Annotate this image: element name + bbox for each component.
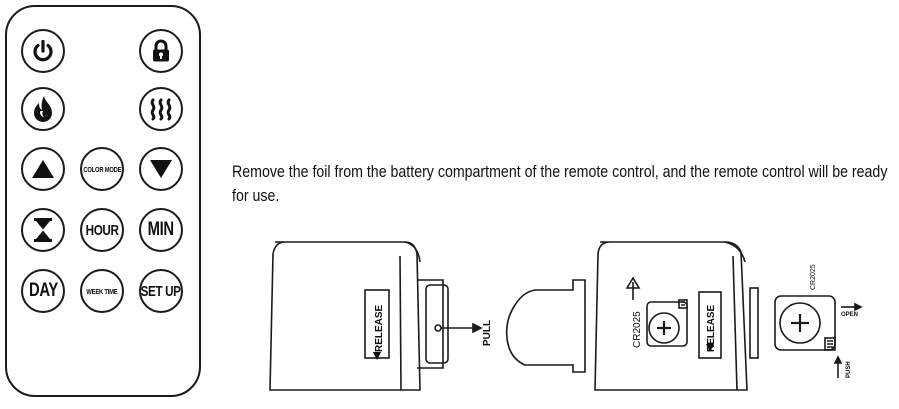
battery-label-2: CR2025 xyxy=(632,311,643,348)
battery-cell-3 xyxy=(779,302,821,344)
battery-label-3: CR2025 xyxy=(810,264,817,290)
hour-label: HOUR xyxy=(85,221,119,239)
set-up-label: SET UP xyxy=(141,282,181,300)
color-mode-label: COLOR MODE xyxy=(83,164,121,174)
min-label: MIN xyxy=(147,219,174,240)
power-button[interactable] xyxy=(21,29,65,73)
power-icon xyxy=(33,39,53,62)
down-button[interactable] xyxy=(139,147,183,191)
heat-waves-icon xyxy=(150,98,172,121)
battery-illustration: RELEASE PULL CR2025 RELEASE CR2025 OPEN … xyxy=(269,241,863,391)
triangle-up-icon xyxy=(32,160,54,178)
lock-button[interactable] xyxy=(139,29,183,73)
pull-label: PULL xyxy=(482,320,493,346)
remote-back-outline-2 xyxy=(594,241,748,391)
remote-back-outline-1 xyxy=(269,241,421,391)
instruction-paragraph: Remove the foil from the battery compart… xyxy=(232,163,888,205)
release-latch-2 xyxy=(698,291,722,359)
instruction-text: Remove the foil from the battery compart… xyxy=(232,160,897,208)
set-up-button[interactable]: SET UP xyxy=(139,269,183,313)
flame-button[interactable] xyxy=(21,87,65,131)
day-label: DAY xyxy=(28,280,58,301)
open-label: OPEN xyxy=(841,312,858,318)
color-mode-button[interactable]: COLOR MODE xyxy=(80,147,124,191)
pull-tab-shape xyxy=(505,279,586,373)
hourglass-icon xyxy=(34,218,52,242)
min-button[interactable]: MIN xyxy=(139,208,183,252)
battery-cell-2 xyxy=(648,312,680,344)
push-label: PUSH xyxy=(846,361,852,378)
week-time-label: WEEK TIME xyxy=(86,286,118,296)
week-time-button[interactable]: WEEK TIME xyxy=(80,269,124,313)
release-label-2: RELEASE xyxy=(706,304,717,352)
flame-icon xyxy=(34,96,52,122)
heat-button[interactable] xyxy=(139,87,183,131)
release-label-1: RELEASE xyxy=(374,304,385,352)
timer-button[interactable] xyxy=(21,208,65,252)
day-button[interactable]: DAY xyxy=(21,269,65,313)
lock-icon xyxy=(153,39,169,62)
triangle-down-icon xyxy=(150,160,172,178)
hour-button[interactable]: HOUR xyxy=(80,208,124,252)
up-button[interactable] xyxy=(21,147,65,191)
remote-control: COLOR MODE HOUR MIN DAY WEEK TIME SET UP xyxy=(5,5,201,397)
